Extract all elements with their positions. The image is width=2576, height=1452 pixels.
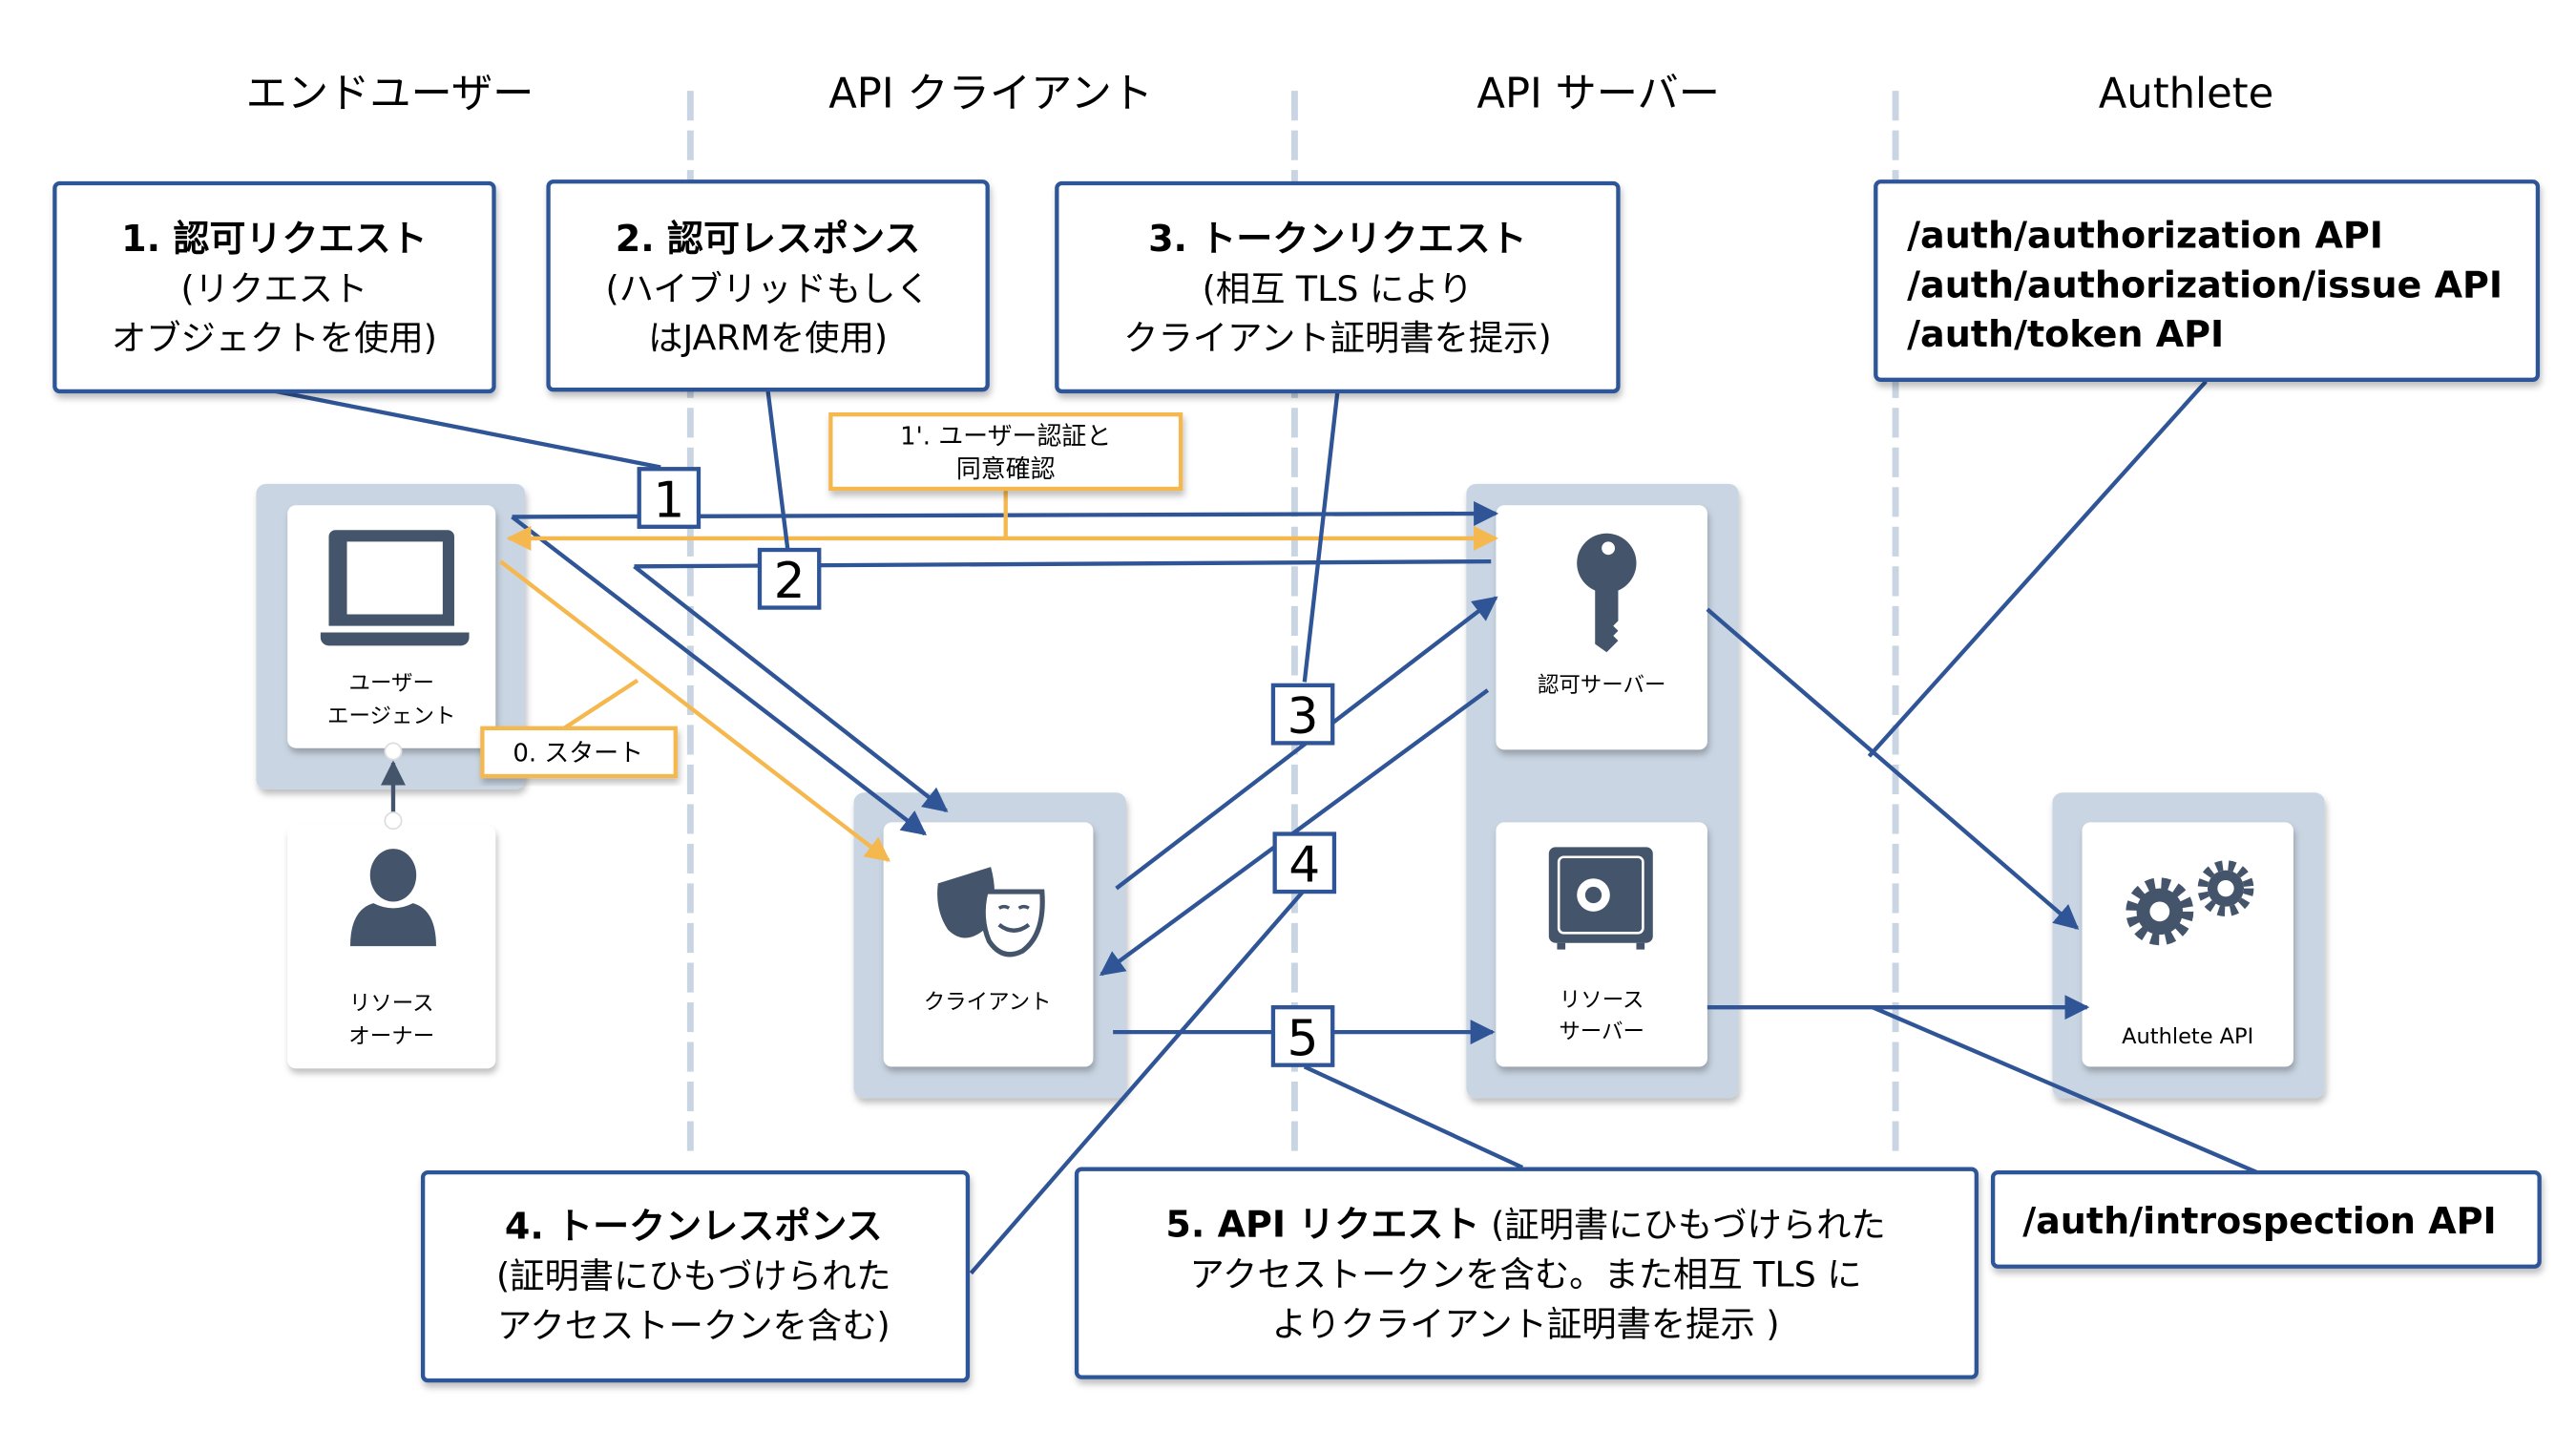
authlete-api-node[interactable]: Authlete API [2082,822,2293,1067]
svg-text:1. 認可リクエスト: 1. 認可リクエスト [121,218,428,260]
gears-icon [2126,860,2254,946]
svg-text:アクセストークンを含む): アクセストークンを含む) [497,1305,890,1346]
svg-text:/auth/authorization/issue API: /auth/authorization/issue API [1907,263,2503,305]
svg-text:4: 4 [1288,837,1320,894]
resource-owner-label-1: リソース [349,992,434,1017]
svg-text:3: 3 [1288,688,1319,746]
svg-text:同意確認: 同意確認 [956,455,1056,484]
authorization-server-node[interactable]: 認可サーバー [1496,505,1707,750]
person-icon [349,849,436,947]
svg-text:1: 1 [653,472,684,529]
svg-text:/auth/token API: /auth/token API [1907,313,2224,355]
callout-step3: 3. トークンリクエスト (相互 TLS により クライアント証明書を提示) [1055,180,1621,394]
svg-text:はJARMを使用): はJARMを使用) [648,318,888,359]
resource-owner-node[interactable]: リソース オーナー [287,825,496,1069]
svg-text:/auth/authorization API: /auth/authorization API [1907,214,2383,256]
user-agent-label-2: エージェント [327,705,455,729]
callout-step5: 5. API リクエスト (証明書にひもづけられた アクセストークンを含む。また… [1074,1167,1979,1379]
start-note: 0. スタート [480,726,678,779]
flow-arrows [511,501,2090,1045]
step-badge-5: 5 [1270,1004,1335,1067]
svg-text:(リクエスト: (リクエスト [181,268,368,309]
callout-step2: 2. 認可レスポンス (ハイブリッドもしく はJARMを使用) [546,179,990,392]
callout-authlete-apis: /auth/authorization API /auth/authorizat… [1874,179,2541,383]
svg-text:5: 5 [1288,1010,1319,1067]
svg-text:オブジェクトを使用): オブジェクトを使用) [112,318,437,359]
client-node[interactable]: クライアント [883,822,1094,1067]
resource-server-label-1: リソース [1560,988,1644,1013]
key-icon [1577,533,1637,653]
authlete-api-label: Authlete API [2122,1024,2253,1049]
owner-to-agent-connector [380,742,406,831]
callout-introspection: /auth/introspection API [1990,1169,2542,1269]
svg-text:4. トークンレスポンス: 4. トークンレスポンス [505,1205,883,1247]
svg-text:3. トークンリクエスト: 3. トークンリクエスト [1148,218,1527,260]
svg-text:2: 2 [774,553,806,610]
step1-arrow-agent-diag [511,515,928,836]
resource-owner-label-2: オーナー [348,1024,434,1049]
lane-header-end-user: エンドユーザー [246,70,534,117]
start-flow-arrows [499,489,1499,862]
authorization-server-label: 認可サーバー [1538,673,1666,698]
step-badge-3: 3 [1270,683,1335,746]
user-agent-node[interactable]: ユーザー エージェント [287,505,496,748]
authz-to-authlete-arrow [1706,607,2080,930]
resource-server-node[interactable]: リソース サーバー [1496,822,1707,1067]
svg-text:クライアント証明書を提示): クライアント証明書を提示) [1123,318,1551,359]
svg-text:5. API リクエスト (証明書にひもづけられた: 5. API リクエスト (証明書にひもづけられた [1165,1204,1885,1246]
lane-header-api-server: API サーバー [1476,70,1720,117]
callout-step1: 1. 認可リクエスト (リクエスト オブジェクトを使用) [52,180,496,394]
step-badge-4: 4 [1272,831,1337,894]
lane-header-api-client: API クライアント [828,70,1153,117]
start-arrow-to-client [499,559,890,862]
svg-text:1'. ユーザー認証と: 1'. ユーザー認証と [900,422,1111,451]
svg-text:/auth/introspection API: /auth/introspection API [2022,1200,2496,1242]
step2-arrow-to-client [633,564,949,813]
step-badge-2: 2 [757,547,822,610]
theater-masks-icon [937,867,1045,957]
svg-text:アクセストークンを含む。また相互 TLS に: アクセストークンを含む。また相互 TLS に [1190,1253,1862,1294]
user-agent-label-1: ユーザー [349,671,434,696]
svg-text:(証明書にひもづけられた: (証明書にひもづけられた [496,1255,891,1296]
lane-header-authlete: Authlete [2099,70,2274,117]
svg-text:2. 認可レスポンス: 2. 認可レスポンス [616,218,921,260]
svg-text:0. スタート: 0. スタート [513,739,643,768]
callout-connectors [275,380,2258,1275]
resource-server-label-2: サーバー [1559,1020,1644,1044]
auth-consent-note: 1'. ユーザー認証と 同意確認 [828,412,1183,492]
callout-step4: 4. トークンレスポンス (証明書にひもづけられた アクセストークンを含む) [420,1169,971,1383]
client-label: クライアント [924,990,1052,1015]
safe-icon [1548,847,1653,950]
svg-text:(ハイブリッドもしく: (ハイブリッドもしく [605,268,930,309]
laptop-icon [320,530,470,646]
svg-text:(相互 TLS により: (相互 TLS により [1203,268,1474,309]
svg-text:よりクライアント証明書を提示 ): よりクライアント証明書を提示 ) [1272,1303,1780,1344]
step-badge-1: 1 [637,467,702,529]
